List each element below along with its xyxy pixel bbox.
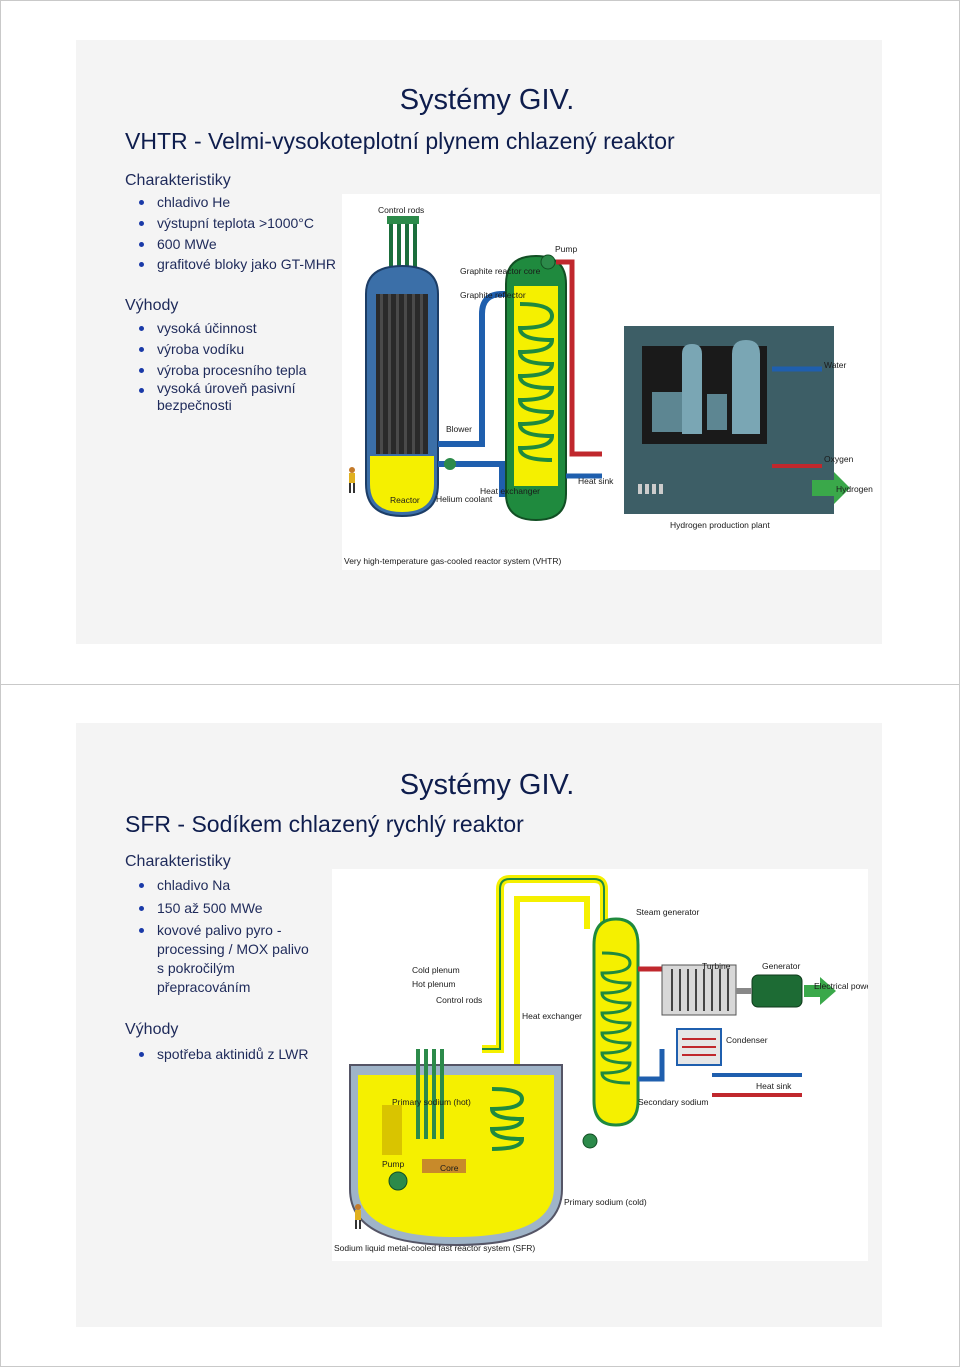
label-oxygen: Oxygen — [824, 454, 854, 464]
label-hydrogen: Hydrogen — [836, 484, 873, 494]
label-generator: Generator — [762, 961, 800, 971]
label-heat-sink: Heat sink — [756, 1081, 792, 1091]
advantages-list: vysoká účinnost výroba vodíku výroba pro… — [139, 318, 329, 414]
list-item: spotřeba aktinidů z LWR — [139, 1045, 308, 1064]
list-item: chladivo Na — [139, 876, 309, 895]
characteristics-list: chladivo He výstupní teplota >1000°C 600… — [139, 192, 336, 275]
label-graphite-core: Graphite reactor core — [460, 266, 541, 276]
electrical-power-arrow — [804, 977, 836, 1005]
turbine — [661, 964, 737, 1016]
label-hydrogen-plant: Hydrogen production plant — [670, 520, 770, 530]
label-graphite-reflector: Graphite reflector — [460, 290, 526, 300]
label-control-rods: Control rods — [436, 995, 482, 1005]
hydrogen-arrow — [812, 472, 850, 504]
list-item: grafitové bloky jako GT-MHR — [139, 254, 336, 275]
list-item: chladivo He — [139, 192, 336, 213]
list-item: vysoká účinnost — [139, 318, 329, 339]
list-item: výroba procesního tepla — [139, 360, 329, 381]
figure-caption: Sodium liquid metal-cooled fast reactor … — [334, 1243, 535, 1253]
label-heat-exchanger: Heat exchanger — [480, 486, 540, 496]
advantages-heading: Výhody — [125, 1021, 179, 1038]
reactor-vessel — [365, 264, 439, 518]
slide-subtitle: VHTR - Velmi-vysokoteplotní plynem chlaz… — [125, 128, 675, 154]
characteristics-heading: Charakteristiky — [125, 172, 231, 189]
label-primary-sodium-cold: Primary sodium (cold) — [564, 1197, 647, 1207]
list-item: vysoká úroveň pasivní bezpečnosti — [139, 380, 329, 414]
hydrogen-production-plant — [624, 326, 834, 514]
slide-subtitle: SFR - Sodíkem chlazený rychlý reaktor — [125, 811, 524, 837]
control-rods — [387, 216, 419, 273]
label-condenser: Condenser — [726, 1035, 768, 1045]
label-turbine: Turbine — [702, 961, 731, 971]
label-heat-sink: Heat sink — [578, 476, 614, 486]
advantages-list: spotřeba aktinidů z LWR — [139, 1045, 308, 1068]
slide-sfr: Systémy GIV. SFR - Sodíkem chlazený rych… — [76, 723, 882, 1327]
sfr-diagram: Steam generator Turbine Generator Electr… — [332, 869, 868, 1261]
characteristics-heading: Charakteristiky — [125, 853, 231, 870]
label-blower: Blower — [446, 424, 472, 434]
label-secondary-sodium: Secondary sodium — [638, 1097, 708, 1107]
label-helium-coolant: Helium coolant — [436, 494, 493, 504]
list-item: výstupní teplota >1000°C — [139, 213, 336, 234]
list-item: kovové palivo pyro - processing / MOX pa… — [139, 921, 309, 997]
label-reactor: Reactor — [390, 495, 420, 505]
label-core: Core — [440, 1163, 459, 1173]
generator — [736, 974, 803, 1008]
pump-icon — [540, 254, 556, 270]
list-item: 600 MWe — [139, 234, 336, 255]
label-control-rods: Control rods — [378, 205, 424, 215]
label-pump: Pump — [382, 1159, 404, 1169]
label-cold-plenum: Cold plenum — [412, 965, 460, 975]
person-icon — [349, 467, 355, 493]
advantages-heading: Výhody — [125, 297, 179, 314]
reactor-pool — [349, 1049, 563, 1247]
label-hot-plenum: Hot plenum — [412, 979, 455, 989]
figure-caption: Very high-temperature gas-cooled reactor… — [344, 556, 561, 566]
steam-generator — [592, 917, 640, 1127]
label-heat-exchanger: Heat exchanger — [522, 1011, 582, 1021]
vhtr-diagram: Control rods Graphite reactor core Graph… — [342, 194, 880, 570]
condenser — [676, 1028, 722, 1066]
label-primary-sodium-hot: Primary sodium (hot) — [392, 1097, 471, 1107]
pump-icon — [582, 1133, 598, 1149]
slide-vhtr: Systémy GIV. VHTR - Velmi-vysokoteplotní… — [76, 40, 882, 644]
person-icon — [355, 1204, 361, 1229]
label-steam-generator: Steam generator — [636, 907, 699, 917]
characteristics-list: chladivo Na 150 až 500 MWe kovové palivo… — [139, 876, 309, 1001]
slide-title: Systémy GIV. — [399, 84, 575, 116]
label-electrical-power: Electrical power — [814, 981, 868, 991]
list-item: 150 až 500 MWe — [139, 899, 309, 918]
heat-exchanger — [505, 254, 567, 522]
label-pump: Pump — [555, 244, 577, 254]
list-item: výroba vodíku — [139, 339, 329, 360]
slide-title: Systémy GIV. — [399, 769, 575, 801]
label-water: Water — [824, 360, 847, 370]
